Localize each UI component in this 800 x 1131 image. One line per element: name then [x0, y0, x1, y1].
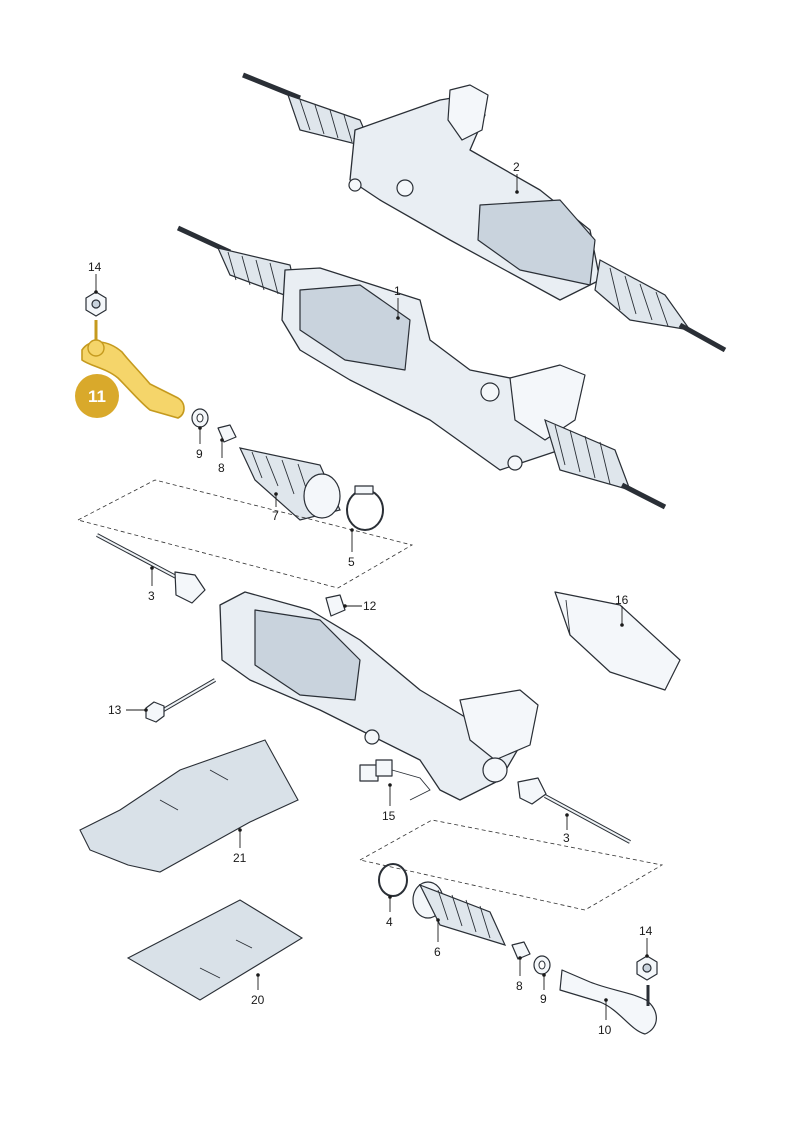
tie-rod-end-10: [559, 969, 657, 1035]
inner-tie-rod-3-right: [517, 777, 631, 844]
callout-10: 10: [598, 998, 612, 1037]
callout-9-top: 9: [196, 426, 203, 461]
tie-rod-end-11-highlighted: [81, 320, 185, 419]
callout-label-14-top: 14: [88, 260, 102, 274]
clip-8-bottom: [511, 941, 531, 960]
callout-21: 21: [233, 828, 247, 865]
clamp-5: [346, 485, 384, 531]
callout-label-10: 10: [598, 1023, 612, 1037]
callout-label-13: 13: [108, 703, 122, 717]
callout-5: 5: [348, 528, 355, 569]
callout-label-14-bottom: 14: [639, 924, 653, 938]
insulation-mat-21: [79, 739, 299, 873]
callout-8-bottom: 8: [516, 956, 523, 993]
washer-9-top: [191, 408, 209, 428]
callout-8-top: 8: [218, 438, 225, 475]
callout-label-8-top: 8: [218, 461, 225, 475]
boot-7: [238, 447, 341, 521]
boot-6: [412, 881, 507, 946]
callout-4: 4: [386, 895, 393, 929]
callout-label-9-bottom: 9: [540, 992, 547, 1006]
callout-label-7: 7: [272, 509, 279, 523]
callout-label-6: 6: [434, 945, 441, 959]
callout-label-1: 1: [394, 284, 401, 298]
bolt-13: [145, 678, 217, 723]
callout-label-15: 15: [382, 809, 396, 823]
connector-15: [359, 759, 431, 801]
nut-14-top: [85, 291, 107, 317]
callout-label-5: 5: [348, 555, 355, 569]
callout-15: 15: [382, 783, 396, 823]
washer-9-bottom: [533, 955, 551, 975]
clamp-4: [378, 863, 408, 897]
protector-sleeve-16: [554, 591, 681, 691]
square-nut-12: [325, 594, 346, 617]
callout-1: 1: [394, 284, 401, 320]
steering-rack-assembly-2: [242, 72, 727, 353]
callout-label-20: 20: [251, 993, 265, 1007]
callout-16: 16: [615, 593, 629, 627]
callout-20: 20: [251, 973, 265, 1007]
callout-label-9-top: 9: [196, 447, 203, 461]
insulation-mat-20: [126, 899, 304, 1001]
steering-rack-assembly-1: [176, 225, 667, 510]
callout-label-12: 12: [363, 599, 377, 613]
callout-6: 6: [434, 918, 441, 959]
callout-12: 12: [343, 599, 377, 613]
callout-label-3-left: 3: [148, 589, 155, 603]
callout-label-16: 16: [615, 593, 629, 607]
callout-label-3-right: 3: [563, 831, 570, 845]
callout-3-right: 3: [563, 813, 570, 845]
callout-3-left: 3: [148, 566, 155, 603]
dashed-group-box-lower: [358, 819, 664, 911]
callout-2: 2: [513, 160, 520, 194]
steering-rack-assembly-lower: [219, 591, 539, 801]
inner-tie-rod-3-left: [96, 533, 206, 604]
clip-8-top: [217, 424, 237, 443]
callout-14-top: 14: [88, 260, 102, 294]
callout-label-11: 11: [88, 387, 106, 406]
callout-label-21: 21: [233, 851, 247, 865]
callout-label-2: 2: [513, 160, 520, 174]
dashed-group-box-upper: [76, 479, 414, 589]
callout-label-4: 4: [386, 915, 393, 929]
callout-11: 11: [75, 374, 119, 418]
callout-13: 13: [108, 703, 148, 717]
callout-7: 7: [272, 492, 279, 523]
callout-9-bottom: 9: [540, 973, 547, 1006]
nut-14-bottom: [636, 955, 658, 981]
callout-14-bottom: 14: [639, 924, 653, 958]
callout-label-8-bottom: 8: [516, 979, 523, 993]
